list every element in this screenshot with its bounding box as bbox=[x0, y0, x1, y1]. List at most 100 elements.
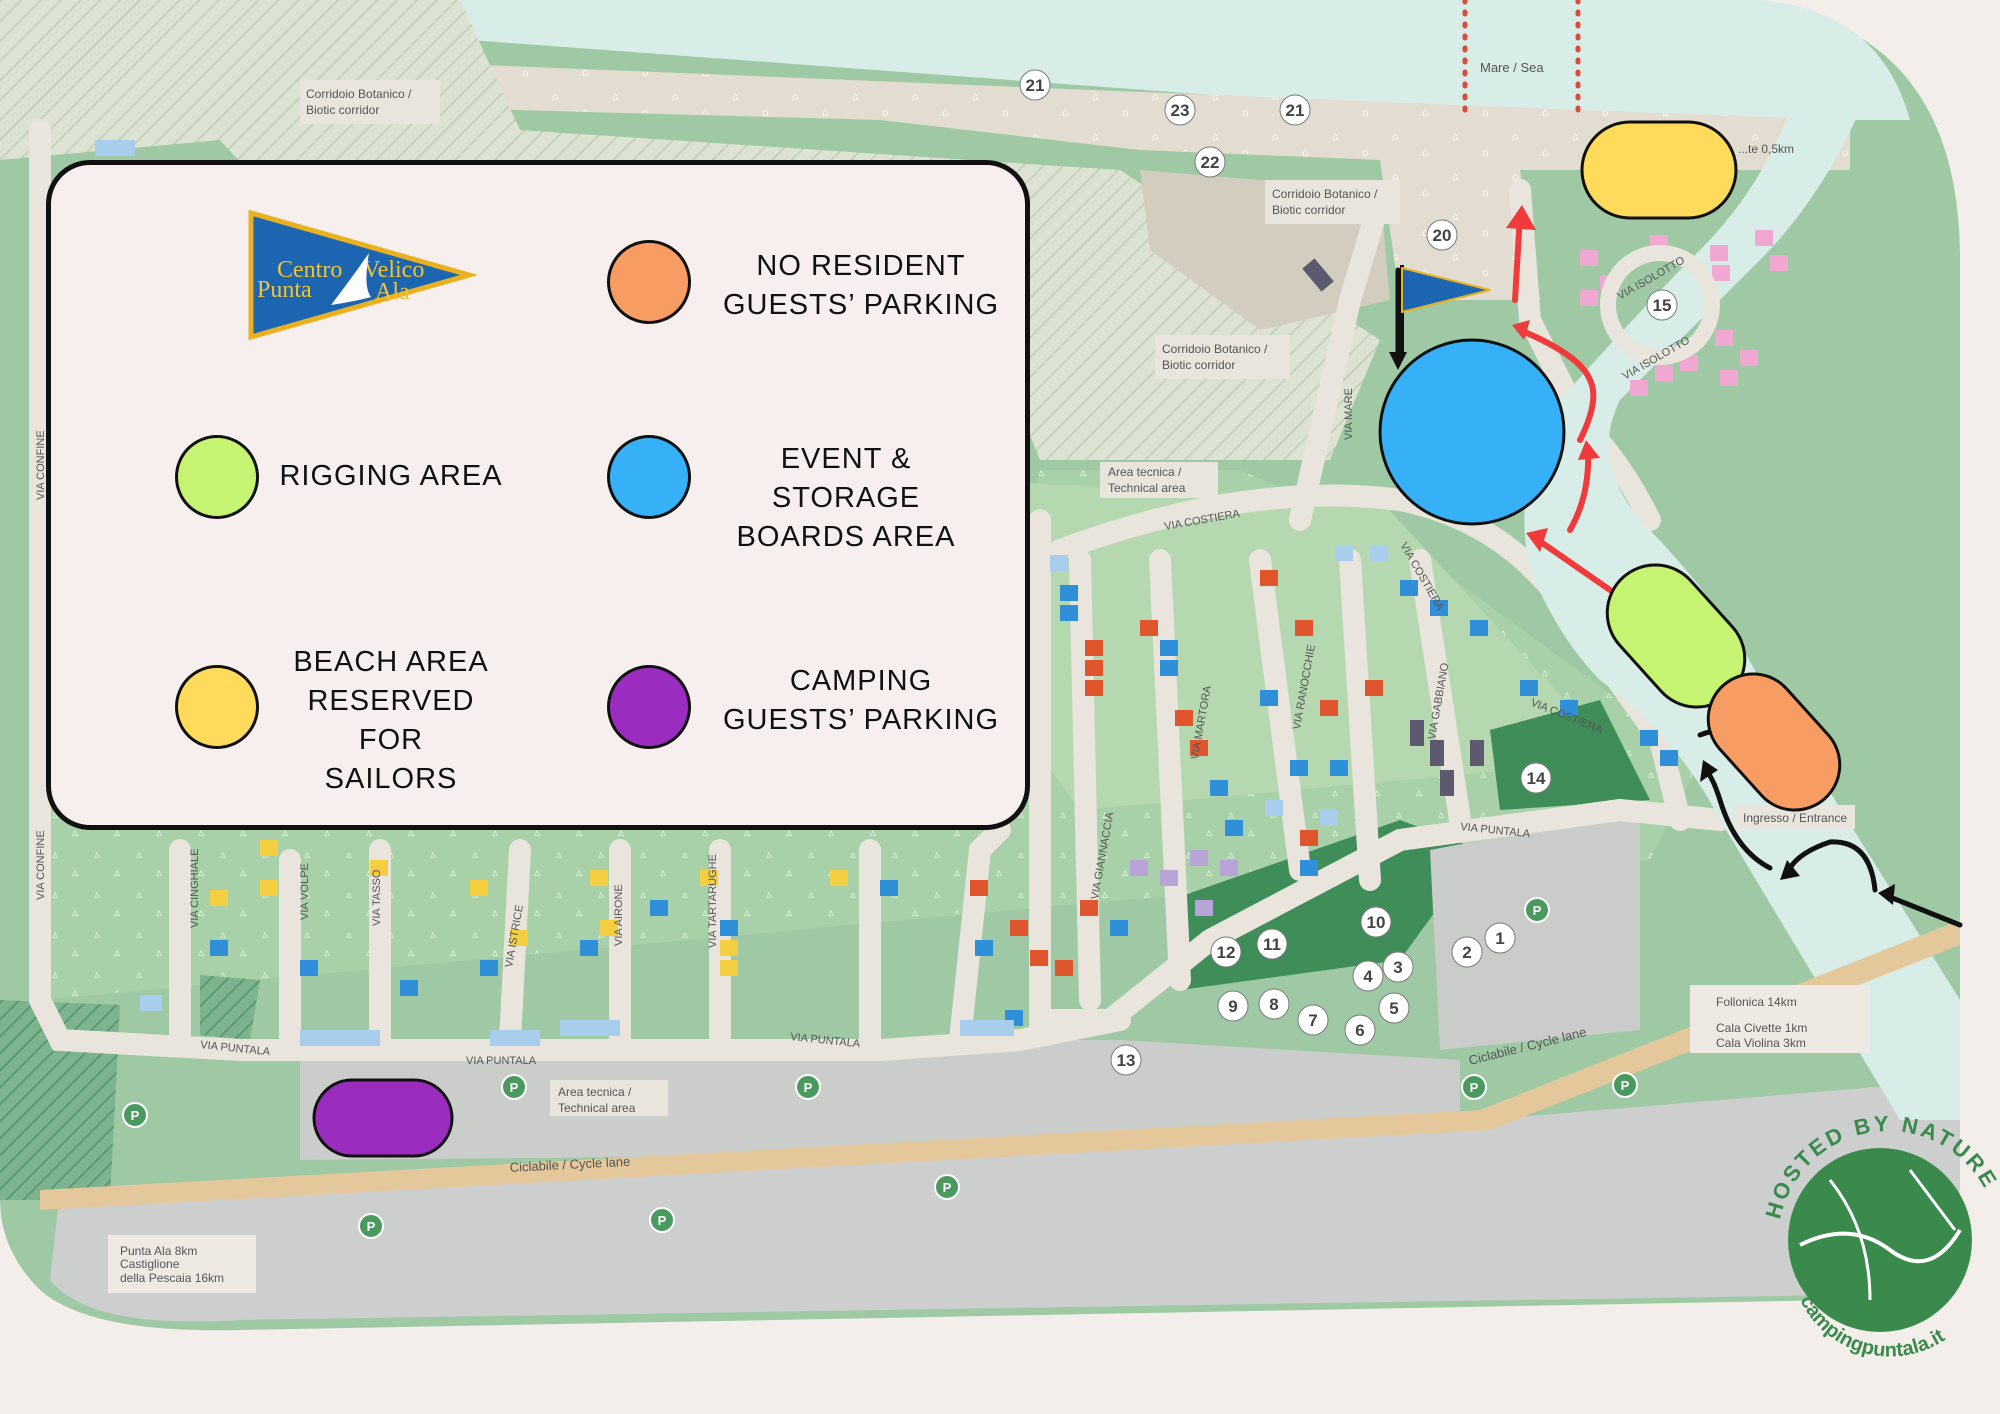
street-via-tasso: VIA TASSO bbox=[371, 869, 383, 926]
zone-number-label: 3 bbox=[1393, 958, 1402, 977]
parking-marker-label: P bbox=[1621, 1078, 1630, 1093]
zone-number-marker bbox=[1217, 990, 1249, 1022]
centro-velico-logo: Centro Velico Punta Ala bbox=[248, 209, 477, 341]
zone-number-label: 20 bbox=[1433, 226, 1452, 245]
zone-number-label: 22 bbox=[1201, 153, 1220, 172]
zone-number-label: 8 bbox=[1269, 995, 1278, 1014]
sea-area bbox=[460, 0, 1910, 120]
corridor-label-mid-1: Corridoio Botanico / bbox=[1272, 187, 1378, 201]
corridor-label-low-1: Corridoio Botanico / bbox=[1162, 342, 1268, 356]
zone-number-label: 14 bbox=[1527, 769, 1546, 788]
zone-number-label: 2 bbox=[1462, 943, 1471, 962]
parking-markers: P P P P P P P P P bbox=[122, 897, 1638, 1239]
legend-no-resident-swatch bbox=[607, 240, 691, 324]
sea-label: Mare / Sea bbox=[1480, 60, 1544, 75]
svg-text:Velico: Velico bbox=[363, 257, 424, 283]
legend-beach-swatch bbox=[175, 665, 259, 749]
distance-cala-violina: Cala Violina 3km bbox=[1716, 1036, 1806, 1050]
parking-marker-label: P bbox=[510, 1080, 519, 1095]
street-via-airone: VIA AIRONE bbox=[613, 884, 625, 946]
technical-area-low-2: Technical area bbox=[558, 1101, 636, 1115]
parking-marker-label: P bbox=[658, 1213, 667, 1228]
route-arrows bbox=[1389, 205, 1963, 928]
no-resident-parking-marker bbox=[1706, 672, 1842, 812]
svg-text:Punta: Punta bbox=[257, 277, 312, 303]
road-network bbox=[28, 119, 1731, 1061]
zone-number-marker bbox=[1279, 94, 1311, 126]
event-storage-area-marker bbox=[1378, 338, 1566, 526]
technical-area-low-1: Area tecnica / bbox=[558, 1085, 632, 1099]
zone-number-marker bbox=[1646, 289, 1678, 321]
cycle-lane bbox=[40, 920, 1960, 1210]
zone-number-label: 23 bbox=[1171, 101, 1190, 120]
canal bbox=[1524, 110, 1960, 1120]
zone-number-marker bbox=[1484, 922, 1516, 954]
svg-text:Ala: Ala bbox=[375, 279, 410, 305]
zone-number-label: 6 bbox=[1355, 1021, 1364, 1040]
parking-marker-label: P bbox=[367, 1219, 376, 1234]
parking-marker-label: P bbox=[1533, 903, 1542, 918]
street-via-volpe: VIA VOLPE bbox=[299, 863, 311, 920]
cycle-lane-label-left: Ciclabile / Cycle lane bbox=[509, 1154, 630, 1175]
parking-marker bbox=[649, 1207, 675, 1233]
parking-marker bbox=[1524, 897, 1550, 923]
zone-number-marker bbox=[1019, 69, 1051, 101]
zone-number-marker bbox=[1426, 219, 1458, 251]
zone-number-label: 1 bbox=[1495, 929, 1504, 948]
zone-number-label: 21 bbox=[1026, 76, 1045, 95]
zone-number-marker bbox=[1297, 1004, 1329, 1036]
corridor-label-top-2: Biotic corridor bbox=[306, 103, 379, 117]
zone-number-label: 4 bbox=[1363, 967, 1373, 986]
zone-number-marker bbox=[1194, 146, 1226, 178]
parking-marker-label: P bbox=[1470, 1080, 1479, 1095]
parking-marker bbox=[358, 1213, 384, 1239]
distance-cala-civette: Cala Civette 1km bbox=[1716, 1021, 1807, 1035]
zone-number-label: 21 bbox=[1286, 101, 1305, 120]
legend-camping-swatch bbox=[607, 665, 691, 749]
parking-marker bbox=[1461, 1074, 1487, 1100]
entrance-label: Ingresso / Entrance bbox=[1743, 811, 1847, 825]
distance-follonica: Follonica 14km bbox=[1716, 995, 1797, 1009]
zone-number-marker bbox=[1210, 936, 1242, 968]
zone-number-marker bbox=[1451, 936, 1483, 968]
zone-number-label: 11 bbox=[1263, 935, 1281, 954]
street-via-confine-1: VIA CONFINE bbox=[35, 430, 47, 500]
zone-number-marker bbox=[1344, 1014, 1376, 1046]
camping-parking-marker bbox=[312, 1078, 454, 1158]
distance-castiglione-1: Castiglione bbox=[120, 1257, 180, 1271]
beach-reserved-marker bbox=[1580, 120, 1738, 220]
parking-marker-label: P bbox=[131, 1108, 140, 1123]
zone-number-marker bbox=[1258, 988, 1290, 1020]
technical-area-mid-1: Area tecnica / bbox=[1108, 465, 1182, 479]
parking-marker-label: P bbox=[943, 1180, 952, 1195]
street-via-puntala-2: VIA PUNTALA bbox=[466, 1055, 537, 1067]
street-via-tartarughe: VIA TARTARUGHE bbox=[707, 854, 719, 948]
street-via-confine-2: VIA CONFINE bbox=[35, 830, 47, 900]
corridor-label-top-1: Corridoio Botanico / bbox=[306, 87, 412, 101]
street-via-mare: VIA MARE bbox=[1343, 388, 1355, 440]
zone-number-marker bbox=[1352, 960, 1384, 992]
zone-number-marker bbox=[1110, 1044, 1142, 1076]
corridor-label-mid-2: Biotic corridor bbox=[1272, 203, 1345, 217]
svg-text:Centro: Centro bbox=[277, 257, 342, 283]
distance-castiglione-2: della Pescaia 16km bbox=[120, 1271, 224, 1285]
parking-marker bbox=[501, 1074, 527, 1100]
zone-number-marker bbox=[1378, 992, 1410, 1024]
zone-number-marker bbox=[1382, 951, 1414, 983]
street-via-cinghiale: VIA CINGHIALE bbox=[189, 849, 201, 928]
zone-number-marker bbox=[1520, 762, 1552, 794]
zone-number-label: 15 bbox=[1653, 296, 1672, 315]
beach-sand bbox=[120, 50, 1850, 300]
beach-distance-label: ...te 0,5km bbox=[1738, 142, 1794, 156]
legend-rigging-label: RIGGING AREA bbox=[279, 460, 503, 492]
zone-number-marker bbox=[1256, 928, 1288, 960]
parking-marker-label: P bbox=[804, 1080, 813, 1095]
corridor-label-low-2: Biotic corridor bbox=[1162, 358, 1235, 372]
zone-number-label: 5 bbox=[1389, 999, 1398, 1018]
